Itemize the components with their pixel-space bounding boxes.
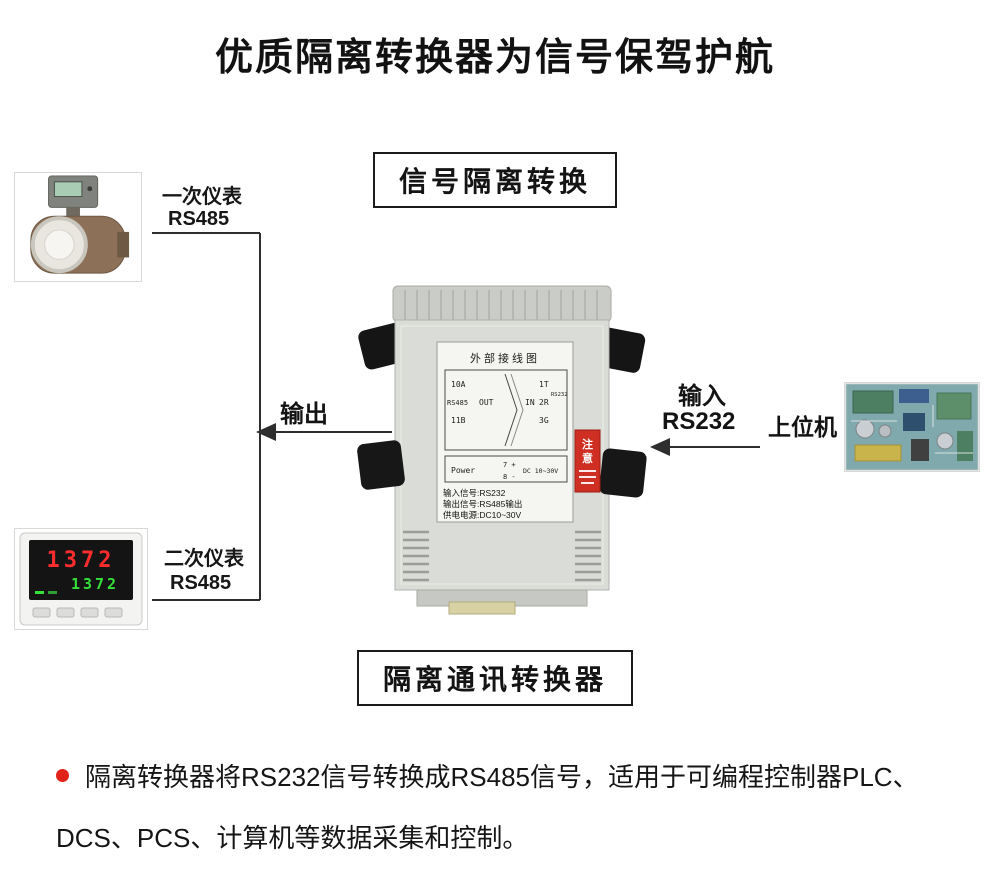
footer-text-line-1: 隔离转换器将RS232信号转换成RS485信号，适用于可编程控制器PLC、: [56, 757, 919, 794]
input-bus-label: RS232: [662, 408, 736, 435]
meter-button: [32, 607, 51, 618]
flowmeter-neck: [66, 207, 80, 217]
module-clamp: [357, 440, 405, 490]
meter-screen: [29, 540, 133, 600]
flowmeter-image-frame: [14, 172, 142, 282]
warning-char-1: 注: [582, 437, 593, 451]
output-arrow-head: [256, 423, 276, 441]
din-clip: [448, 601, 516, 615]
terminal-2r: 2R: [539, 398, 549, 407]
warning-char-2: 意: [582, 451, 593, 465]
input-arrow-head: [650, 438, 670, 456]
host-computer-image-frame: [844, 382, 980, 472]
power-range: DC 10~30V: [523, 467, 558, 475]
isolation-divider: [504, 373, 518, 447]
out-direction: OUT: [479, 398, 494, 407]
signal-isolation-caption: 信号隔离转换: [372, 152, 618, 208]
spec-line: 输入信号:RS232: [443, 488, 506, 498]
power-label: Power: [451, 466, 475, 475]
pcb-components: [851, 389, 973, 462]
meter-indicator: [35, 591, 44, 594]
flowmeter-image: [30, 175, 130, 274]
meter-sv-readout: 1372: [71, 575, 119, 593]
in-direction: IN: [525, 398, 535, 407]
flowmeter-button: [87, 186, 93, 192]
secondary-instrument-bus: RS485: [170, 572, 232, 594]
meter-indicator: [48, 591, 57, 594]
spec-line: 供电电源:DC10~30V: [443, 510, 522, 520]
module-clamp: [599, 448, 647, 498]
footer-text: 隔离转换器将RS232信号转换成RS485信号，适用于可编程控制器PLC、: [85, 762, 919, 792]
host-computer-image: [845, 383, 979, 471]
module-vents-right: [575, 530, 601, 582]
module-label-plate: 外部接线图 10A RS485 11B OUT IN 1T 2R 3G RS23…: [436, 341, 574, 523]
footer-text-line-2: DCS、PCS、计算机等数据采集和控制。: [56, 823, 529, 853]
terminal-10a: 10A: [451, 380, 466, 389]
terminal-11b: 11B: [451, 416, 466, 425]
spec-line: 输出信号:RS485输出: [443, 499, 522, 509]
primary-instrument-bus: RS485: [168, 208, 230, 230]
isolator-module-image-wrap: 外部接线图 10A RS485 11B OUT IN 1T 2R 3G RS23…: [357, 280, 647, 616]
isolator-caption: 隔离通讯转换器: [356, 650, 634, 706]
secondary-instrument-label: 二次仪表: [164, 548, 244, 570]
meter-button: [104, 607, 123, 618]
terminal-1t: 1T: [539, 380, 549, 389]
flowmeter-display: [53, 181, 83, 198]
module-vents-left: [403, 530, 429, 582]
warning-sticker: 注 意: [574, 429, 601, 493]
host-computer-label: 上位机: [768, 414, 837, 440]
wiring-diagram-title: 外部接线图: [470, 351, 540, 365]
in-bus: RS232: [551, 392, 568, 398]
power-minus-terminal: 8 -: [503, 473, 516, 481]
isolation-divider: [510, 373, 524, 447]
input-arrow-label: 输入: [678, 383, 726, 410]
panel-meter-image: 1372 1372: [19, 532, 143, 626]
meter-button: [56, 607, 75, 618]
primary-instrument-label: 一次仪表: [162, 186, 242, 208]
meter-button: [80, 607, 99, 618]
meter-pv-readout: 1372: [47, 548, 116, 573]
out-bus: RS485: [447, 399, 468, 407]
bullet-icon: [56, 769, 69, 782]
output-arrow-label: 输出: [280, 401, 328, 428]
terminal-3g: 3G: [539, 416, 549, 425]
wiring-diagram: 10A RS485 11B OUT IN 1T 2R 3G RS232 Powe…: [444, 369, 568, 483]
module-spec-lines: 输入信号:RS232 输出信号:RS485输出 供电电源:DC10~30V: [443, 488, 522, 520]
power-plus-terminal: 7 +: [503, 461, 516, 469]
panel-meter-image-frame: 1372 1372: [14, 528, 148, 630]
flowmeter-liner: [44, 229, 75, 260]
page-title: 优质隔离转换器为信号保驾护航: [214, 37, 775, 79]
flowmeter-pipe-stub: [117, 231, 130, 258]
isolator-module-image: 外部接线图 10A RS485 11B OUT IN 1T 2R 3G RS23…: [357, 285, 647, 615]
